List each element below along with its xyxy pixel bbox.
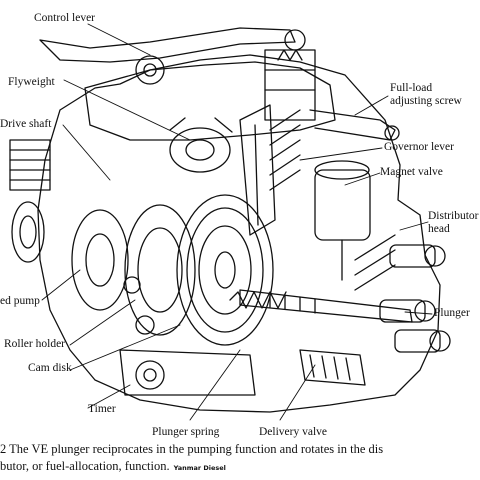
cam-disk [176,194,274,346]
figure-caption: 2 The VE plunger reciprocates in the pum… [0,441,480,477]
plunger-spring [229,291,287,309]
label-full-load-line1: Full-load [390,82,433,94]
label-timer: Timer [88,403,116,415]
magnet-valve [314,169,371,241]
label-plunger: Plunger [434,307,470,319]
label-control-lever: Control lever [34,12,95,24]
distributor-outlets [379,244,451,353]
caption-credit: Yanmar Diesel [173,464,226,472]
control-lever [39,27,296,63]
plunger [239,289,413,323]
label-cam-disk: Cam disk [28,362,72,374]
pump-housing [37,54,441,413]
governor-cover [84,61,336,141]
full-load-screw [309,109,396,141]
leader-lines [41,23,433,421]
label-roller-holder: Roller holder [4,338,65,350]
caption-line-2-text: butor, or fuel-allocation, function. [0,459,170,473]
governor-lever [239,104,276,236]
label-plunger-spring: Plunger spring [152,426,220,438]
label-full-load-line2: adjusting screw [390,95,462,107]
roller-holder [124,204,196,336]
label-flyweight: Flyweight [8,76,55,88]
label-magnet-valve: Magnet valve [380,166,443,178]
label-delivery-valve: Delivery valve [259,426,328,438]
label-drive-shaft: Drive shaft [0,118,52,130]
caption-line-2: butor, or fuel-allocation, function.Yanm… [0,458,480,477]
label-distributor-head-line2: head [428,223,450,235]
label-governor-lever: Governor lever [384,141,454,153]
caption-line-1: 2 The VE plunger reciprocates in the pum… [0,442,384,456]
label-feed-pump: ed pump [0,295,40,307]
flyweight [169,127,231,173]
delivery-valve [299,349,366,386]
feed-pump [71,209,129,311]
timer [119,349,256,396]
label-distributor-head-line1: Distributor [428,210,479,222]
